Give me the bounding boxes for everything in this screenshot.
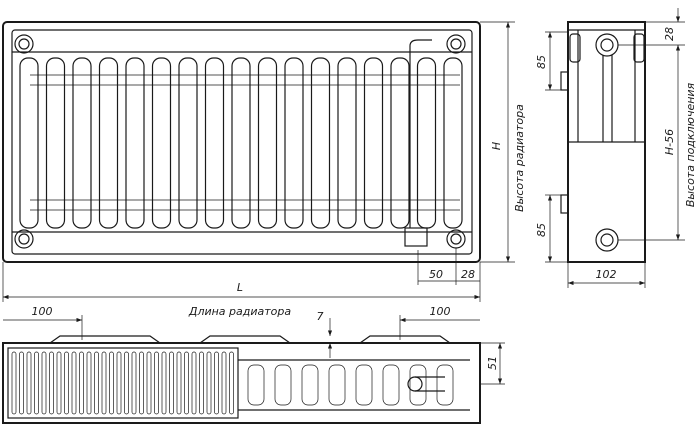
channel bbox=[231, 57, 251, 229]
dim-top-bracket: 85 bbox=[535, 55, 548, 69]
fin bbox=[94, 351, 99, 415]
fin bbox=[154, 351, 159, 415]
side-dimensions: 85 85 28 H-56 Высота подключения 102 bbox=[535, 8, 697, 288]
connection-height-formula: H-56 bbox=[663, 129, 676, 155]
fin bbox=[221, 351, 227, 415]
side-view bbox=[560, 21, 646, 263]
fin bbox=[229, 351, 234, 415]
dim-top-connection: 28 bbox=[663, 27, 676, 41]
fin bbox=[11, 351, 17, 415]
fin bbox=[409, 364, 427, 406]
channel bbox=[337, 57, 357, 229]
fin bbox=[19, 351, 24, 415]
height-symbol: H bbox=[490, 142, 503, 150]
fin bbox=[247, 364, 265, 406]
fin bbox=[49, 351, 54, 415]
dim-side-offset: 28 bbox=[461, 268, 475, 281]
bottom-connection-icon bbox=[595, 228, 619, 252]
fin bbox=[131, 351, 137, 415]
corner-plug-icon bbox=[14, 229, 34, 249]
radiator-channels bbox=[19, 57, 463, 229]
fin bbox=[79, 351, 84, 415]
corner-plug-icon bbox=[14, 34, 34, 54]
connection-height-label: Высота подключения bbox=[684, 82, 697, 207]
channel bbox=[151, 57, 172, 229]
bracket-icon bbox=[633, 33, 645, 63]
channel bbox=[363, 57, 384, 229]
fin bbox=[301, 364, 319, 406]
top-dimensions: 100 100 7 51 bbox=[3, 305, 505, 385]
fin bbox=[274, 364, 292, 406]
bracket-icon bbox=[569, 33, 581, 63]
fin bbox=[139, 351, 144, 415]
fin bbox=[382, 364, 400, 406]
fin bbox=[41, 351, 47, 415]
dim-bottom-bracket: 85 bbox=[535, 223, 548, 237]
channel bbox=[257, 57, 278, 229]
dim-right-bracket: 100 bbox=[430, 305, 451, 318]
height-label: Высота радиатора bbox=[513, 104, 526, 212]
fin bbox=[206, 351, 212, 415]
channel bbox=[443, 57, 463, 229]
fin bbox=[355, 364, 373, 406]
fin bbox=[101, 351, 107, 415]
fin bbox=[124, 351, 129, 415]
channel bbox=[19, 57, 39, 229]
corner-plug-icon bbox=[446, 34, 466, 54]
channel bbox=[204, 57, 225, 229]
channel bbox=[284, 57, 304, 229]
fin bbox=[64, 351, 69, 415]
dim-depth: 51 bbox=[486, 356, 499, 370]
valve-pipe bbox=[409, 39, 432, 228]
fin bbox=[71, 351, 77, 415]
channel bbox=[310, 57, 331, 229]
fin bbox=[199, 351, 204, 415]
channel bbox=[125, 57, 145, 229]
fin bbox=[191, 351, 197, 415]
channel bbox=[98, 57, 119, 229]
fin bbox=[56, 351, 62, 415]
valve-connector bbox=[404, 227, 428, 247]
channel bbox=[178, 57, 198, 229]
fin bbox=[169, 351, 174, 415]
fin bbox=[146, 351, 152, 415]
fin bbox=[328, 364, 346, 406]
convector-fins bbox=[11, 351, 454, 415]
channel bbox=[45, 57, 66, 229]
fin bbox=[109, 351, 114, 415]
fin bbox=[26, 351, 32, 415]
fin bbox=[214, 351, 219, 415]
fin bbox=[34, 351, 39, 415]
depth: 102 bbox=[596, 268, 617, 281]
fin bbox=[436, 364, 454, 406]
fin bbox=[116, 351, 122, 415]
top-view bbox=[2, 335, 481, 424]
wall-bracket bbox=[560, 194, 569, 214]
channel bbox=[416, 57, 437, 229]
fin bbox=[184, 351, 189, 415]
corner-plug-icon bbox=[446, 229, 466, 249]
length-label: Длина радиатора bbox=[188, 305, 292, 318]
top-connection-icon bbox=[595, 33, 619, 57]
length-symbol: L bbox=[237, 281, 243, 294]
fin bbox=[86, 351, 92, 415]
front-dimensions: H Высота радиатора 50 28 L Длина радиато… bbox=[2, 21, 526, 318]
fin bbox=[176, 351, 182, 415]
channel bbox=[72, 57, 92, 229]
dim-left-bracket: 100 bbox=[32, 305, 53, 318]
dim-connection-offset: 50 bbox=[429, 268, 443, 281]
wall-bracket bbox=[560, 71, 569, 91]
dim-gap: 7 bbox=[317, 310, 324, 323]
front-view bbox=[2, 21, 481, 263]
channel bbox=[390, 57, 410, 229]
fin bbox=[161, 351, 167, 415]
